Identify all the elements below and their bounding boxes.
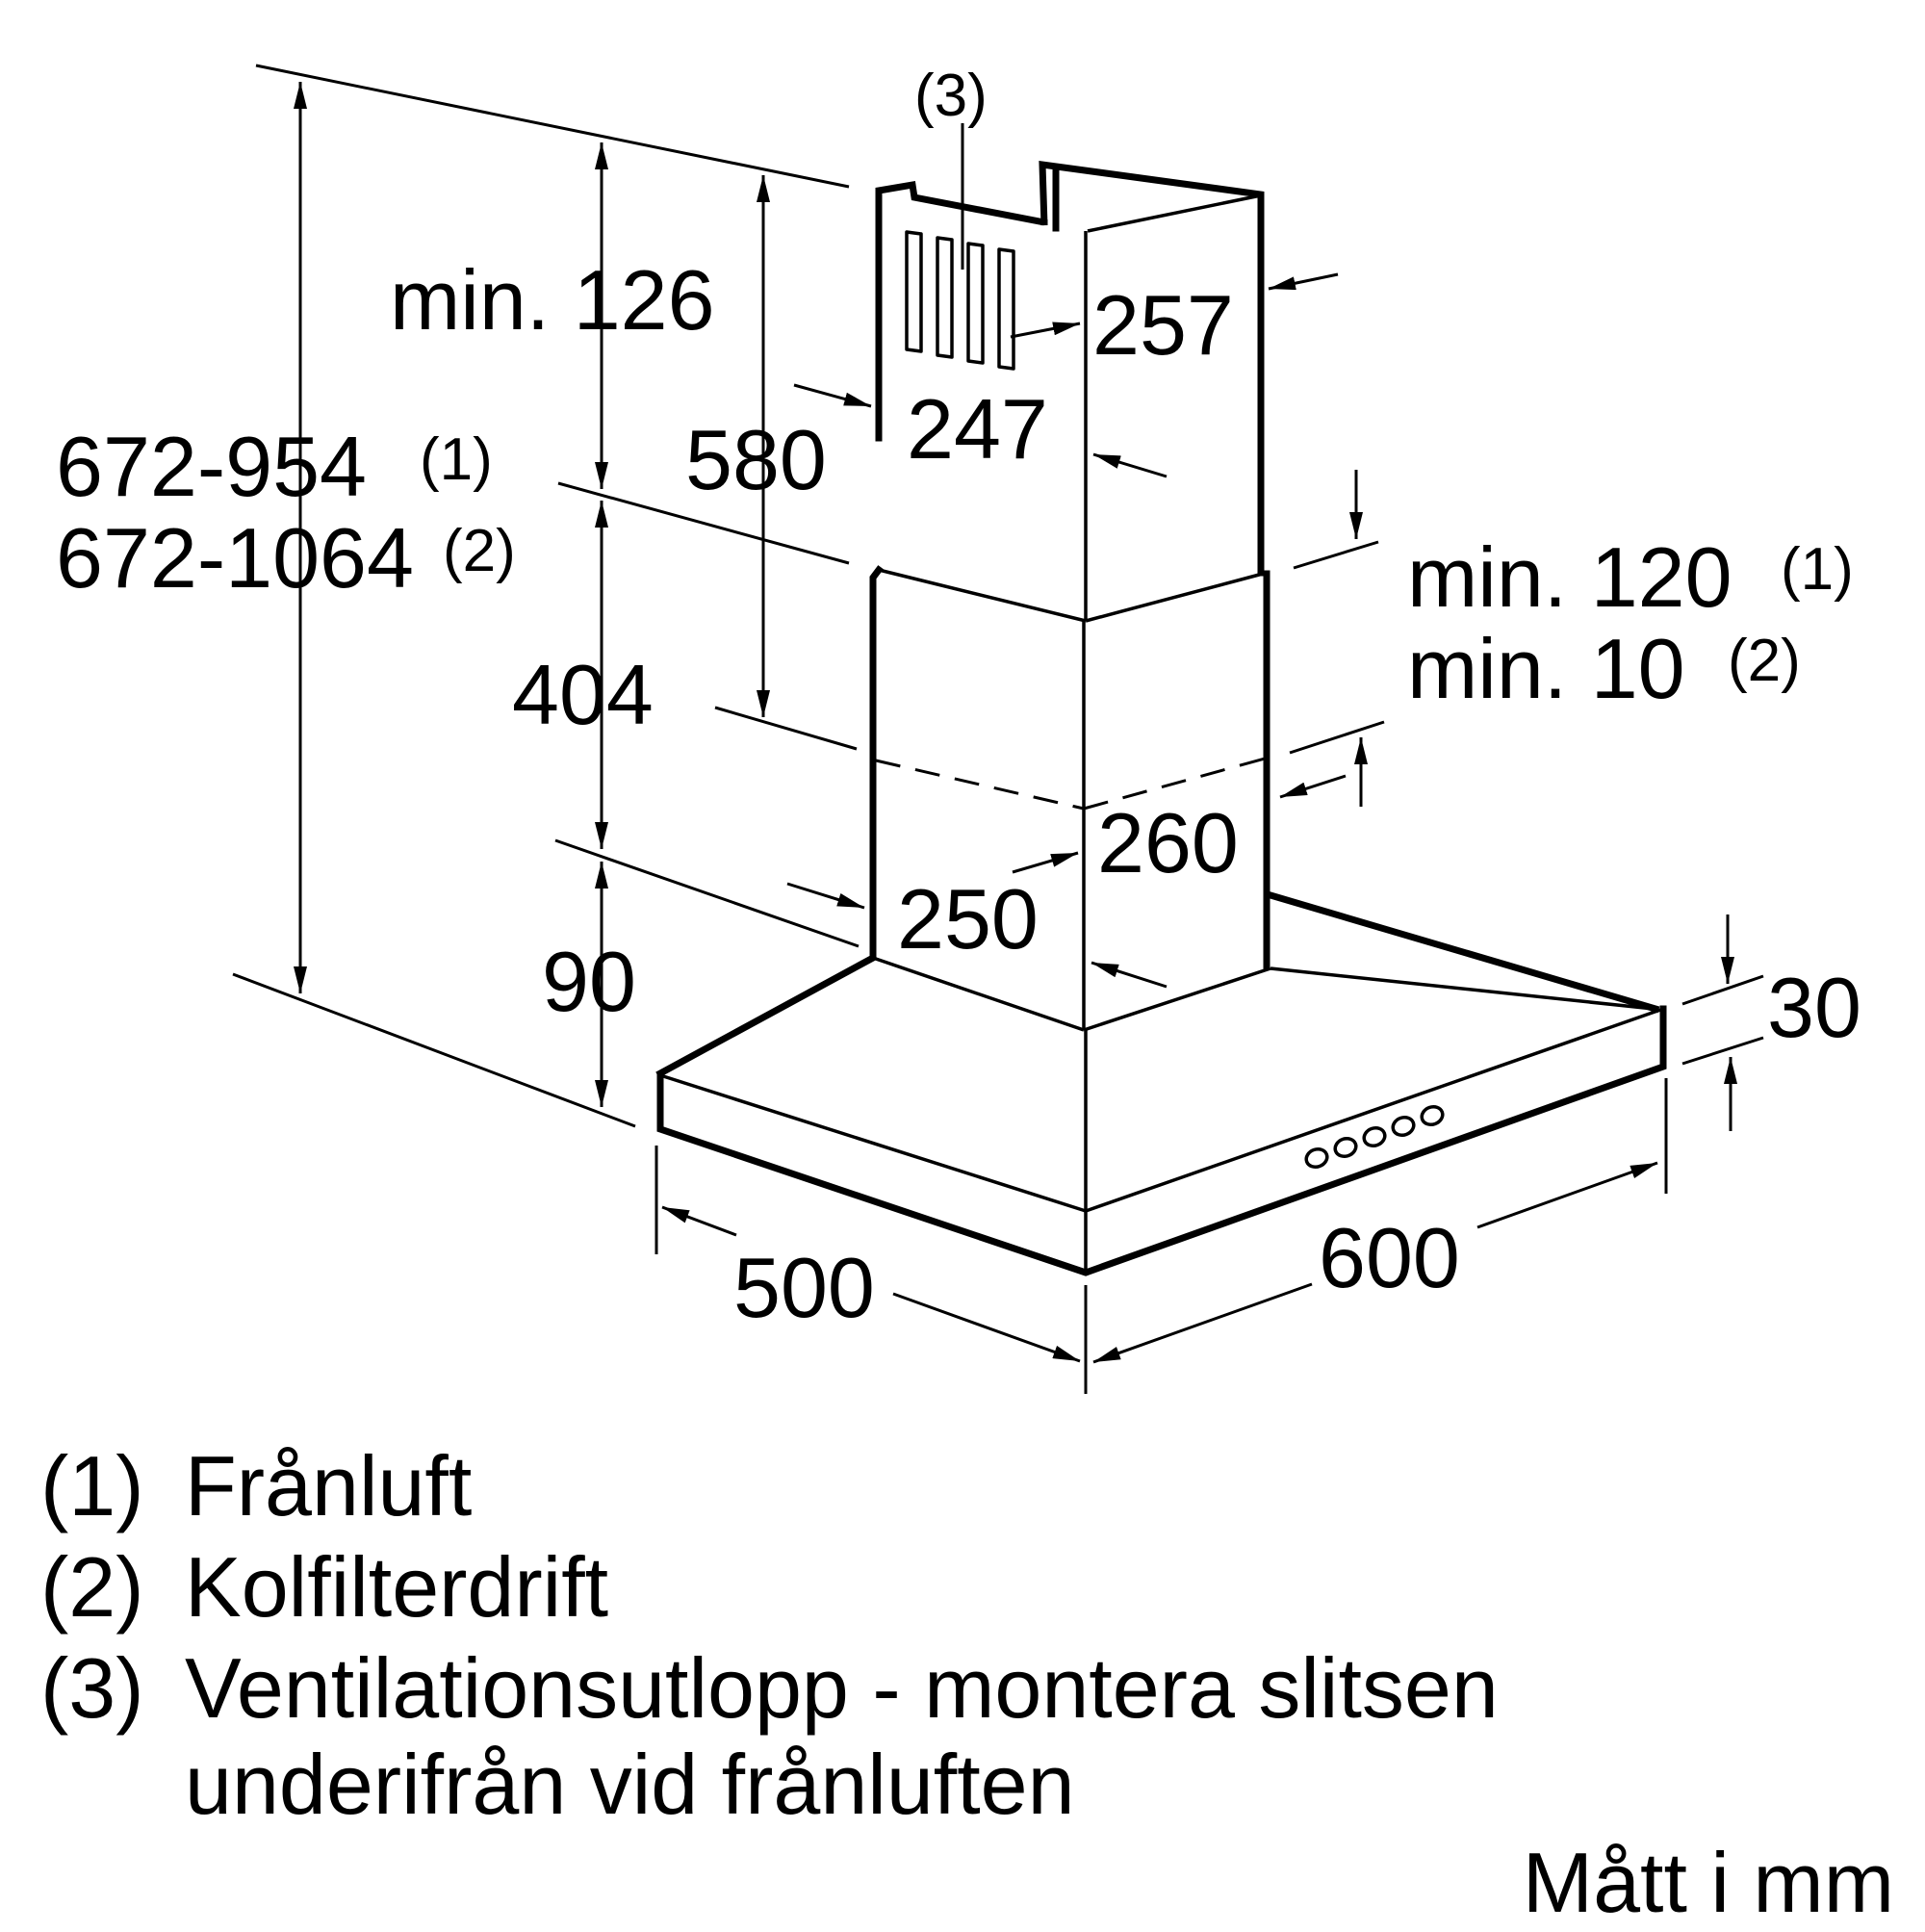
label-lower-depth-250: 250 (897, 871, 1039, 966)
label-hood-90: 90 (542, 934, 636, 1029)
label-vent-note: (3) (914, 63, 988, 129)
label-upper-depth-247: 247 (907, 381, 1048, 477)
note-overlap-min-2: (2) (1728, 628, 1801, 694)
button-2 (1333, 1136, 1358, 1159)
label-upper-width-257: 257 (1092, 277, 1234, 373)
label-width-600: 600 (1319, 1210, 1460, 1305)
legend-text: Frånluft (185, 1438, 473, 1533)
legend-number: (3) (40, 1640, 144, 1736)
legend-item-2: (2)Kolfilterdrift (40, 1545, 608, 1630)
button-4 (1391, 1115, 1416, 1138)
legend-item-3-continued: underifrån vid frånluften (40, 1742, 1075, 1827)
label-upper-min: min. 126 (390, 252, 715, 348)
label-chimney-580: 580 (685, 412, 827, 507)
label-depth-500: 500 (733, 1240, 875, 1335)
legend-text: Kolfilterdrift (185, 1539, 609, 1635)
note-total-height-1: (1) (420, 426, 493, 493)
legend-number: (2) (40, 1539, 144, 1635)
label-chimney-404: 404 (512, 647, 654, 742)
dimension-labels: 672-954 (1) 672-1064 (2) min. 126 580 40… (56, 63, 1861, 1335)
legend-text: underifrån vid frånluften (185, 1737, 1075, 1832)
label-lower-width-260: 260 (1097, 795, 1239, 890)
legend-number: (1) (40, 1438, 144, 1533)
legend-item-1: (1)Frånluft (40, 1444, 472, 1529)
button-3 (1362, 1125, 1387, 1148)
label-canopy-30: 30 (1767, 960, 1861, 1055)
legend-item-3: (3)Ventilationsutlopp - montera slitsen (40, 1646, 1499, 1731)
label-total-height-2: 672-1064 (56, 510, 414, 605)
ventilation-slots (905, 230, 1015, 371)
unit-label: Mått i mm (1522, 1835, 1894, 1930)
button-5 (1420, 1104, 1445, 1127)
label-overlap-min-1: min. 120 (1407, 529, 1732, 625)
note-overlap-min-1: (1) (1781, 536, 1854, 603)
label-overlap-min-2: min. 10 (1407, 621, 1685, 716)
label-total-height-1: 672-954 (56, 419, 367, 514)
hood-outline (655, 160, 1667, 1276)
legend-text: Ventilationsutlopp - montera slitsen (185, 1640, 1499, 1736)
note-total-height-2: (2) (443, 518, 516, 584)
button-1 (1304, 1146, 1329, 1170)
dimension-lines (232, 64, 1764, 1394)
